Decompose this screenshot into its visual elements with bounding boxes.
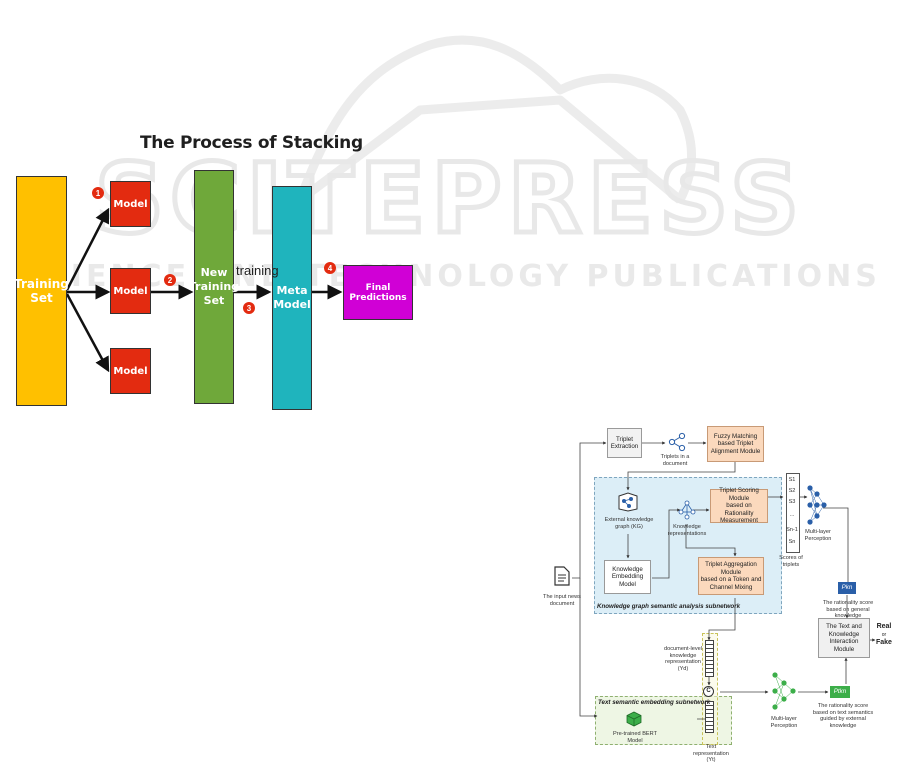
meta-line2: Model [273, 298, 311, 311]
share-graph-icon [668, 432, 686, 452]
model-label: Model [113, 365, 148, 377]
step-badge-2: 2 [164, 274, 176, 286]
score-3: S3 [788, 499, 796, 505]
stacking-title: The Process of Stacking [140, 133, 363, 153]
score-n: Sn [788, 539, 796, 545]
text-subnetwork-label: Text semantic embedding subnetwork [598, 699, 711, 706]
training-edge-label: training [236, 263, 279, 278]
meta-line1: Meta [276, 284, 308, 297]
step-badge-1: 1 [92, 187, 104, 199]
meta-model-box: Meta Model [272, 186, 312, 410]
document-icon [554, 566, 570, 586]
new-line3: Set [203, 294, 225, 307]
new-line2: Training [188, 280, 240, 293]
score-1: S1 [788, 477, 796, 483]
final-label: Final Predictions [349, 282, 407, 303]
arrow-train-to-model3 [65, 293, 110, 373]
new-training-set-box: New Training Set [189, 170, 239, 404]
score-n-minus-1: Sn-1 [786, 527, 798, 533]
book-watermark-icon [295, 35, 697, 204]
text-rep-vector [705, 701, 714, 733]
text-rep-caption: Text representation(Yt) [693, 744, 729, 764]
step-badge-4: 4 [324, 262, 336, 274]
model-box-1: Model [110, 181, 151, 227]
model-label: Model [113, 285, 148, 297]
model-box-3: Model [110, 348, 151, 394]
bert-cube-icon [626, 711, 642, 727]
scores-column [786, 473, 800, 553]
knowledge-network-icon [678, 500, 696, 520]
p-kn-node: Pkn [838, 582, 856, 594]
arrow-train-to-model1 [65, 207, 110, 291]
new-line1: New [200, 266, 228, 279]
mlp-network-icon-2 [772, 672, 796, 710]
mlp-network-icon [807, 485, 827, 525]
score-2: S2 [788, 488, 796, 494]
training-set-line1: Training [14, 277, 69, 291]
model-box-2: Model [110, 268, 151, 314]
knowledge-graph-icon [618, 492, 638, 512]
score-ellipsis: ... [789, 512, 795, 518]
p-tkn-node: Ptkn [830, 686, 850, 698]
model-label: Model [113, 198, 148, 210]
doc-rep-vector [705, 640, 714, 677]
watermark-sub-text: SCIENCE AND TECHNOLOGY PUBLICATIONS [19, 259, 881, 294]
training-set-line2: Set [30, 291, 53, 305]
final-predictions-box: Final Predictions [343, 265, 413, 320]
step-badge-3: 3 [243, 302, 255, 314]
concat-node: C [703, 686, 714, 697]
kg-subnetwork-label: Knowledge graph semantic analysis subnet… [597, 603, 741, 610]
training-set-box: Training Set [14, 176, 69, 406]
bert-caption: Pre-trained BERT Model [612, 731, 658, 744]
